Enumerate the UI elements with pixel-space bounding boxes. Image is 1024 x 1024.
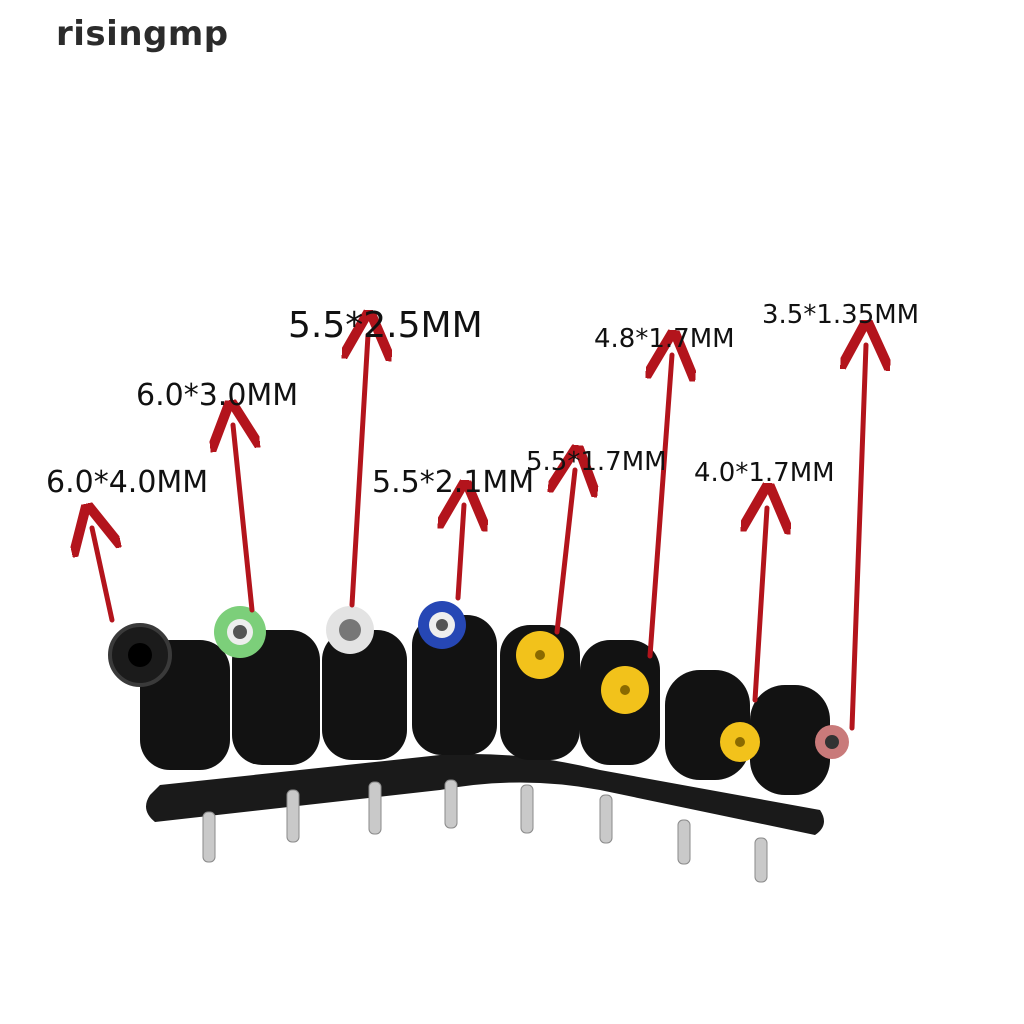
label-5-5x1-7mm: 5.5*1.7MM: [526, 447, 667, 477]
label-5-5x2-5mm: 5.5*2.5MM: [288, 305, 483, 346]
label-4-0x1-7mm: 4.0*1.7MM: [694, 458, 835, 488]
label-6-0x3-0mm: 6.0*3.0MM: [136, 378, 299, 413]
connector-strip: [146, 754, 824, 835]
plug-tips: [108, 601, 849, 762]
pointer-arrows: [92, 335, 866, 731]
label-6-0x4-0mm: 6.0*4.0MM: [46, 465, 209, 500]
watermark-text: risingmp: [56, 14, 229, 54]
label-3-5x1-35mm: 3.5*1.35MM: [762, 300, 920, 330]
connector-pins: [202, 779, 768, 883]
label-4-8x1-7mm: 4.8*1.7MM: [594, 324, 735, 354]
label-5-5x2-1mm: 5.5*2.1MM: [372, 465, 535, 500]
